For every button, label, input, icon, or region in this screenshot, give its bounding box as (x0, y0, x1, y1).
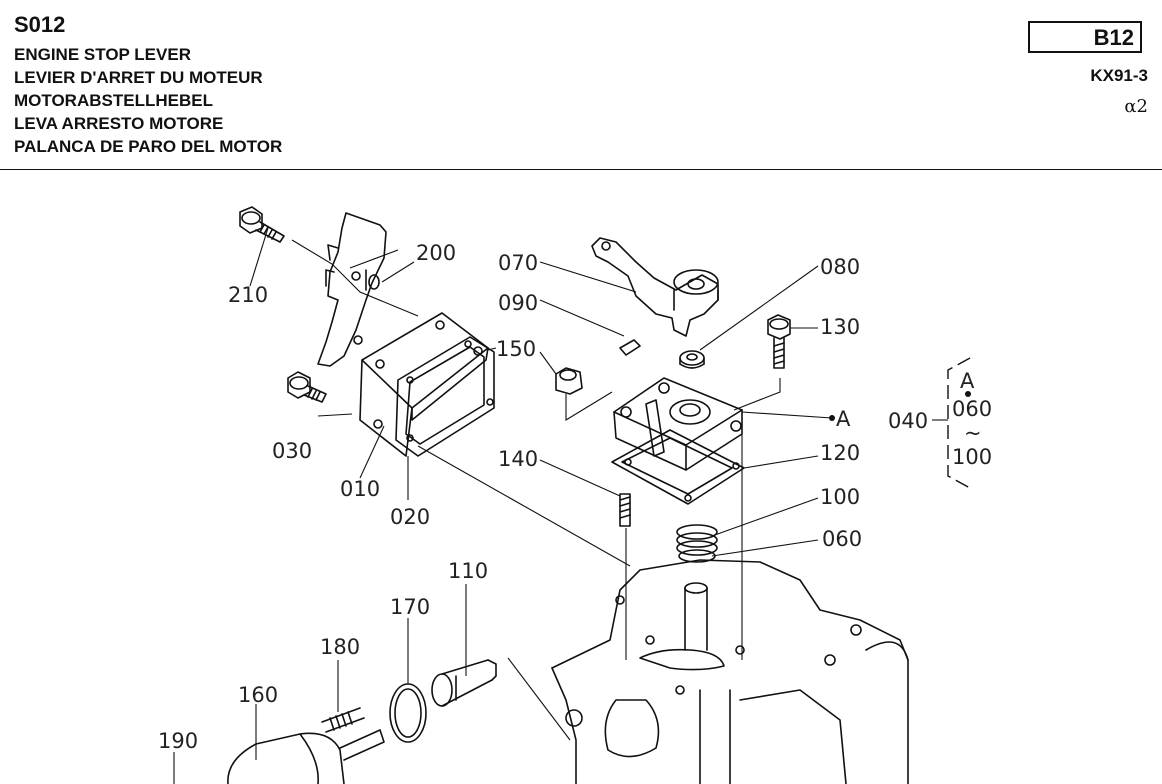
callout-170: 170 (390, 595, 430, 619)
callout-210: 210 (228, 283, 268, 307)
bolt-030-drawing (287, 371, 327, 403)
gasket-020-drawing (395, 336, 495, 457)
callout-030: 030 (272, 439, 312, 463)
title-en: ENGINE STOP LEVER (14, 45, 191, 64)
washer-080-drawing (679, 350, 705, 369)
ref-a-marker-dot (829, 415, 835, 421)
nut-150-drawing (555, 367, 583, 395)
callout-180: 180 (320, 635, 360, 659)
engine-block-drawing (551, 559, 909, 784)
callout-110: 110 (448, 559, 488, 583)
solenoid-160-drawing (227, 729, 385, 784)
leader-lines (173, 227, 948, 784)
model-label: KX91-3 (1090, 66, 1148, 85)
group-bracket (947, 357, 971, 489)
stud-180-drawing (321, 707, 365, 733)
group-ref-label: A (960, 369, 975, 393)
callout-060: 060 (822, 527, 862, 551)
callout-200: 200 (416, 241, 456, 265)
callout-160: 160 (238, 683, 278, 707)
callout-150: 150 (496, 337, 536, 361)
callout-140: 140 (498, 447, 538, 471)
callout-130: 130 (820, 315, 860, 339)
section-code: S012 (14, 12, 66, 37)
cover-010-drawing (359, 312, 489, 457)
shaft-drawing (639, 582, 725, 671)
exploded-parts-diagram: 210 200 070 090 080 130 150 030 010 020 … (158, 206, 992, 784)
title-fr: LEVIER D'ARRET DU MOTEUR (14, 68, 263, 87)
callout-010: 010 (340, 477, 380, 501)
plunger-110-drawing (431, 659, 497, 707)
o-ring-170-drawing (389, 683, 427, 743)
callout-ref-a: A (836, 407, 851, 431)
group-range-start: 060 (952, 397, 992, 421)
callout-090: 090 (498, 291, 538, 315)
group-ref-dot (965, 391, 971, 397)
page-reference-box: B12 (1028, 21, 1142, 53)
title-de: MOTORABSTELLHEBEL (14, 91, 213, 110)
lever-070-drawing (591, 237, 719, 337)
callout-190: 190 (158, 729, 198, 753)
group-range-tilde: ~ (964, 421, 982, 445)
callout-120: 120 (820, 441, 860, 465)
variant-label: α2 (1124, 96, 1148, 117)
callout-020: 020 (390, 505, 430, 529)
pin-090-drawing (619, 339, 641, 356)
stud-140-drawing (619, 493, 631, 527)
callout-040: 040 (888, 409, 928, 433)
title-it: LEVA ARRESTO MOTORE (14, 114, 224, 133)
bolt-210-drawing (239, 206, 285, 243)
header-divider (0, 169, 1162, 170)
plate-200-drawing (317, 212, 387, 367)
title-block: ENGINE STOP LEVER LEVIER D'ARRET DU MOTE… (14, 43, 282, 158)
callout-080: 080 (820, 255, 860, 279)
title-es: PALANCA DE PARO DEL MOTOR (14, 137, 283, 156)
callout-100: 100 (820, 485, 860, 509)
spring-drawing (676, 524, 718, 563)
page-header: S012 ENGINE STOP LEVER LEVIER D'ARRET DU… (0, 0, 1162, 170)
callout-070: 070 (498, 251, 538, 275)
bolt-130-drawing (767, 314, 791, 369)
group-range-end: 100 (952, 445, 992, 469)
